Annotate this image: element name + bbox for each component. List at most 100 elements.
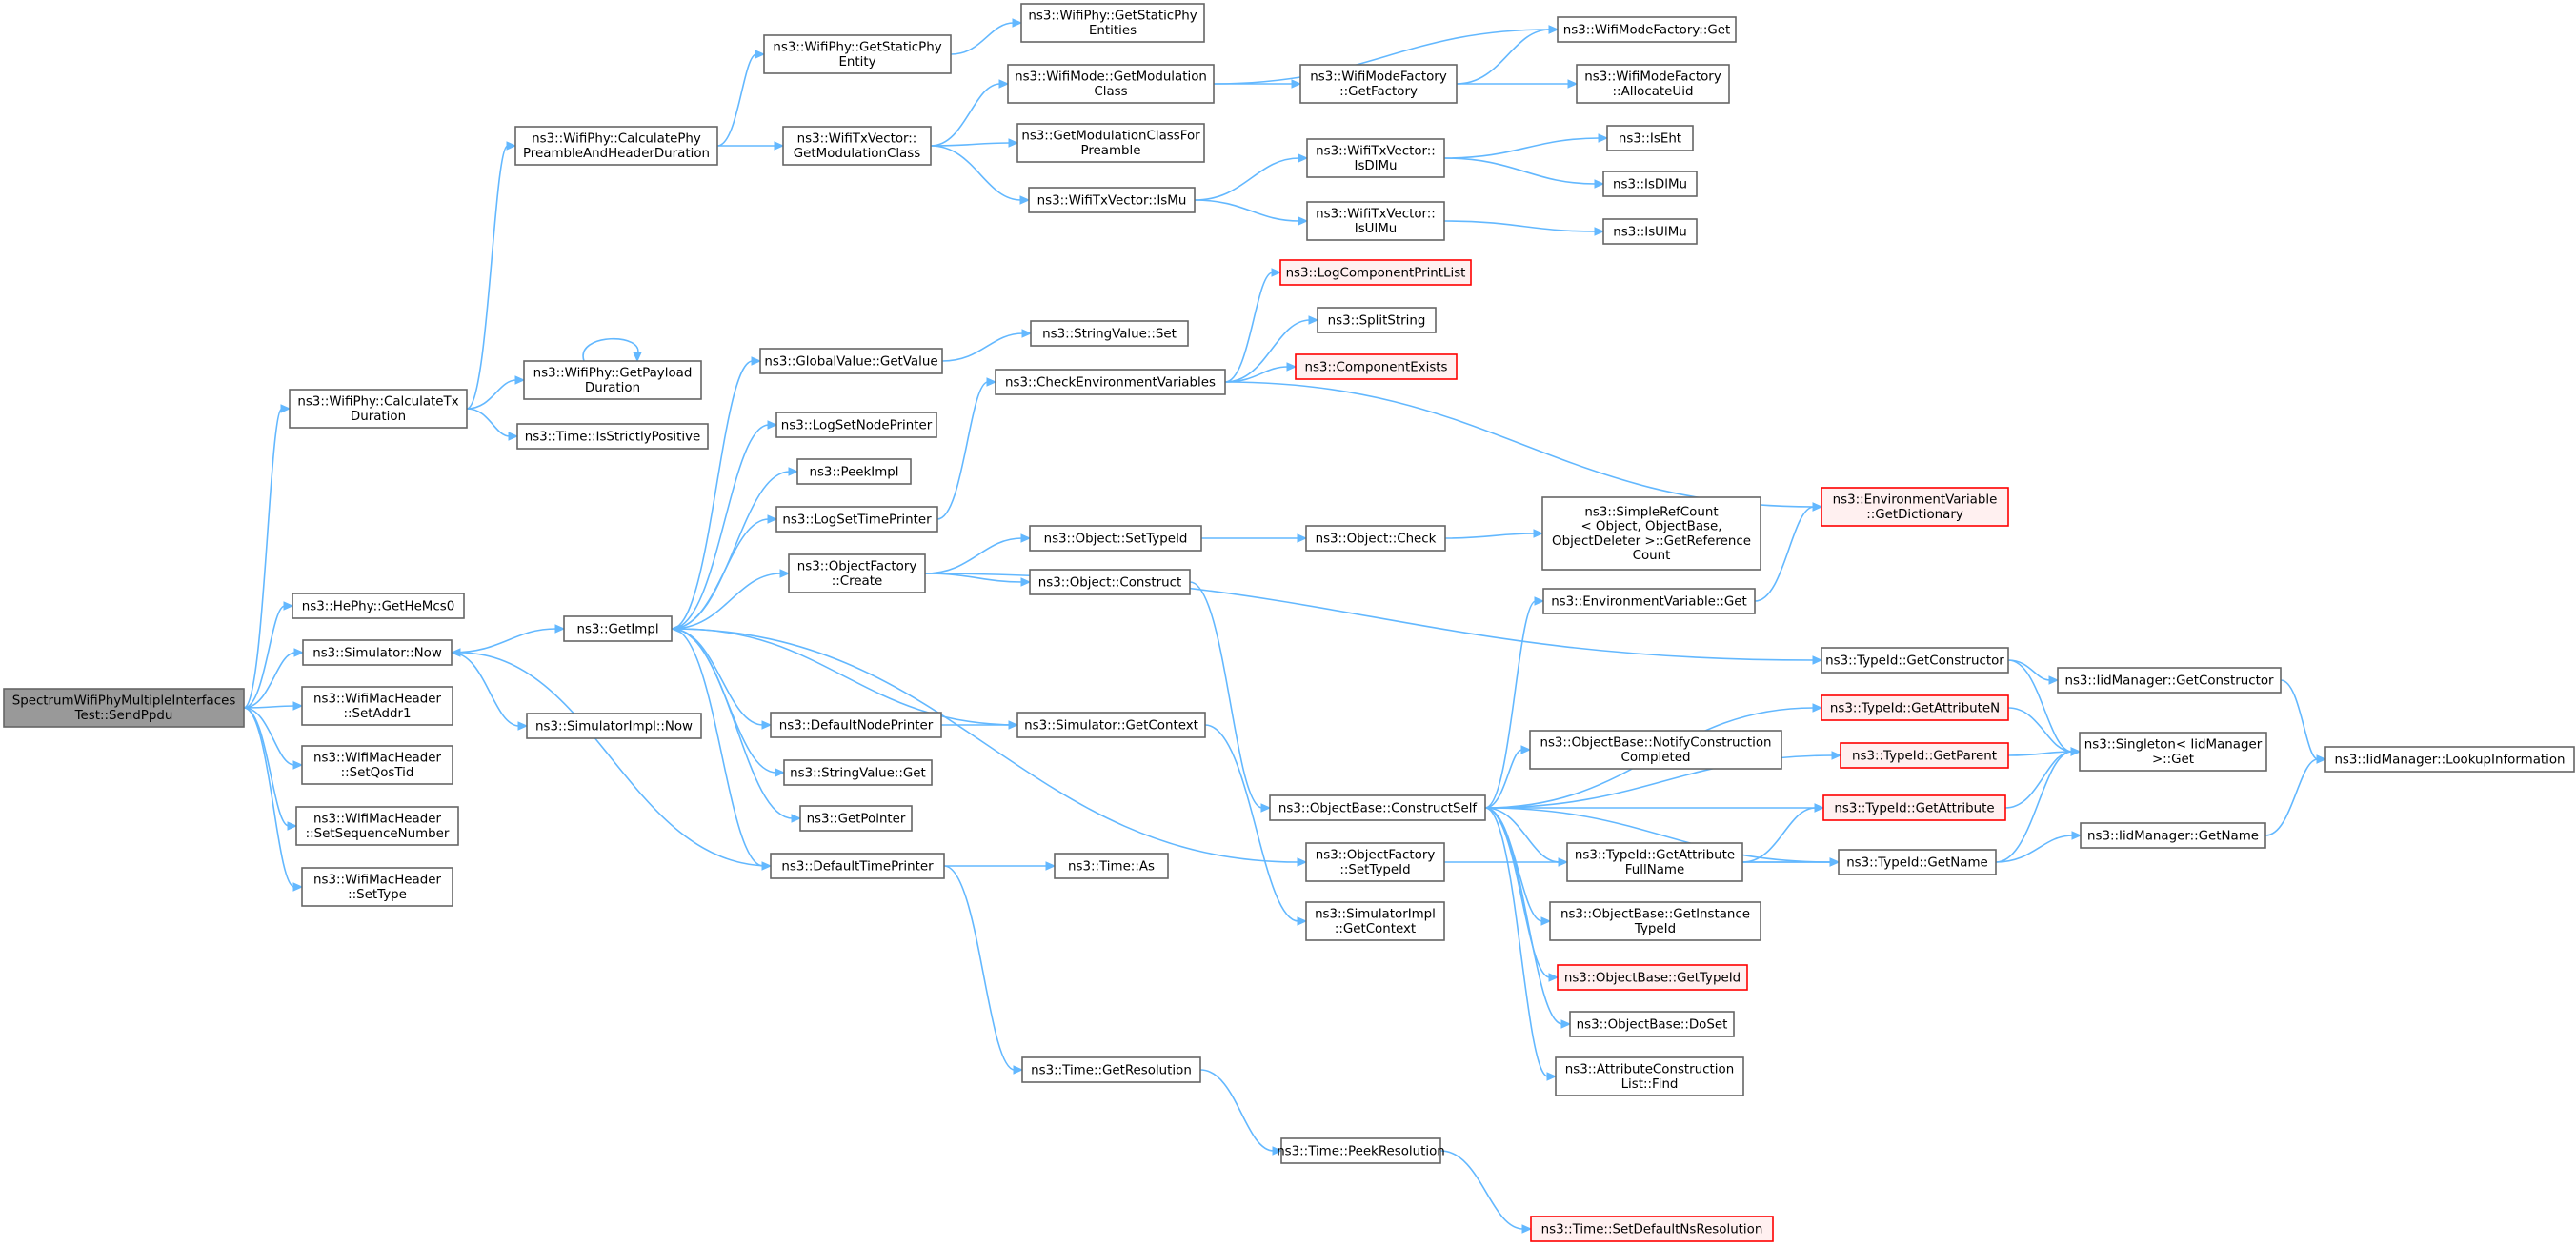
- node-simImplNow[interactable]: ns3::SimulatorImpl::Now: [526, 713, 702, 739]
- edge-arrowhead: [1829, 857, 1841, 867]
- node-obDoSet[interactable]: ns3::ObjectBase::DoSet: [1569, 1011, 1735, 1037]
- node-label: ns3::IsDlMu: [1613, 177, 1687, 191]
- node-root[interactable]: SpectrumWifiPhyMultipleInterfacesTest::S…: [3, 688, 245, 728]
- node-timeGetRes[interactable]: ns3::Time::GetResolution: [1021, 1056, 1201, 1083]
- node-timeAs[interactable]: ns3::Time::As: [1054, 853, 1169, 879]
- node-iidGetName[interactable]: ns3::IidManager::GetName: [2080, 822, 2266, 849]
- node-logCompPrint[interactable]: ns3::LogComponentPrintList: [1279, 259, 1472, 286]
- node-tidGetName[interactable]: ns3::TypeId::GetName: [1838, 849, 1997, 875]
- node-label: Test::SendPpdu: [74, 709, 173, 723]
- edge-arrowhead: [508, 432, 519, 441]
- node-obConstructSelf[interactable]: ns3::ObjectBase::ConstructSelf: [1269, 794, 1486, 821]
- edge-arrowhead: [767, 514, 778, 524]
- node-logSetNode[interactable]: ns3::LogSetNodePrinter: [775, 412, 937, 438]
- node-box: [775, 506, 938, 533]
- node-defNodePrinter[interactable]: ns3::DefaultNodePrinter: [770, 712, 942, 738]
- node-simpleRef[interactable]: ns3::SimpleRefCount< Object, ObjectBase,…: [1541, 496, 1761, 571]
- node-txvIsMu[interactable]: ns3::WifiTxVector::IsMu: [1028, 187, 1196, 213]
- node-setType[interactable]: ns3::WifiMacHeader::SetType: [301, 867, 453, 907]
- node-simGetContext[interactable]: ns3::Simulator::GetContext: [1016, 712, 1206, 738]
- node-setSeq[interactable]: ns3::WifiMacHeader::SetSequenceNumber: [295, 806, 459, 846]
- node-tidGetParent[interactable]: ns3::TypeId::GetParent: [1840, 742, 2009, 769]
- node-isUlMu[interactable]: ns3::IsUlMu: [1602, 218, 1698, 245]
- node-splitString[interactable]: ns3::SplitString: [1317, 307, 1437, 333]
- node-timePeekRes[interactable]: ns3::Time::PeekResolution: [1277, 1137, 1445, 1164]
- node-label: ::SetQosTid: [341, 766, 414, 780]
- node-objCheck[interactable]: ns3::Object::Check: [1305, 525, 1446, 552]
- node-simNow[interactable]: ns3::Simulator::Now: [302, 639, 453, 666]
- edge-getImpl-to-defTimePrinter: [671, 628, 764, 867]
- node-setAddr1[interactable]: ns3::WifiMacHeader::SetAddr1: [301, 686, 453, 726]
- node-label: ns3::WifiMode::GetModulation: [1015, 70, 1207, 85]
- node-label: ns3::Time::IsStrictlyPositive: [525, 430, 701, 444]
- node-label: ns3::WifiTxVector::: [1316, 208, 1436, 222]
- node-label: ns3::ObjectFactory: [797, 560, 917, 574]
- node-factGet[interactable]: ns3::WifiModeFactory::Get: [1557, 16, 1737, 43]
- node-tidGetAttr[interactable]: ns3::TypeId::GetAttribute: [1822, 794, 2006, 821]
- node-isDlMu[interactable]: ns3::IsDlMu: [1602, 171, 1698, 197]
- node-tidGetCtor[interactable]: ns3::TypeId::GetConstructor: [1821, 647, 2009, 674]
- edge-arrowhead: [280, 404, 292, 413]
- node-objSetTypeId[interactable]: ns3::Object::SetTypeId: [1029, 525, 1202, 552]
- node-box: [302, 639, 453, 666]
- node-iidLookup[interactable]: ns3::IidManager::LookupInformation: [2324, 746, 2575, 773]
- node-isEht[interactable]: ns3::IsEht: [1606, 125, 1694, 151]
- node-label: ns3::Simulator::GetContext: [1024, 718, 1198, 733]
- node-gvGetValue[interactable]: ns3::GlobalValue::GetValue: [759, 348, 943, 374]
- node-label: ns3::Object::Check: [1316, 532, 1437, 546]
- node-label: ns3::TypeId::GetAttributeN: [1830, 701, 2000, 715]
- node-setQos[interactable]: ns3::WifiMacHeader::SetQosTid: [301, 745, 453, 785]
- node-box: [783, 759, 933, 786]
- node-ofCreate[interactable]: ns3::ObjectFactory::Create: [788, 553, 926, 593]
- node-box: [301, 686, 453, 726]
- node-modeGetModClass[interactable]: ns3::WifiMode::GetModulationClass: [1007, 64, 1215, 104]
- edge-root-to-setAddr1: [243, 705, 295, 709]
- node-singletonGet[interactable]: ns3::Singleton< IidManager>::Get: [2079, 732, 2267, 772]
- node-timeSetDefNs[interactable]: ns3::Time::SetDefaultNsResolution: [1530, 1216, 1774, 1242]
- node-factGetFactory[interactable]: ns3::WifiModeFactory::GetFactory: [1299, 64, 1458, 104]
- edge-obConstructSelf-to-tidGetName: [1484, 807, 1832, 863]
- node-label: ns3::Singleton< IidManager: [2084, 738, 2263, 753]
- node-ofSetTypeId[interactable]: ns3::ObjectFactory::SetTypeId: [1305, 842, 1445, 882]
- node-defTimePrinter[interactable]: ns3::DefaultTimePrinter: [770, 853, 945, 879]
- node-simImplGetContext[interactable]: ns3::SimulatorImpl::GetContext: [1305, 901, 1445, 941]
- edge-calcPre-to-getStaticPhyEnt: [716, 53, 757, 147]
- node-logSetTime[interactable]: ns3::LogSetTimePrinter: [775, 506, 938, 533]
- node-calcPre[interactable]: ns3::WifiPhy::CalculatePhyPreambleAndHea…: [514, 126, 718, 166]
- node-envGetDict[interactable]: ns3::EnvironmentVariable::GetDictionary: [1821, 487, 2009, 527]
- node-txvIsUlMu[interactable]: ns3::WifiTxVector::IsUlMu: [1306, 201, 1445, 241]
- node-obGetTid[interactable]: ns3::ObjectBase::GetTypeId: [1557, 964, 1748, 991]
- node-heMcs[interactable]: ns3::HePhy::GetHeMcs0: [292, 593, 465, 619]
- node-svSet[interactable]: ns3::StringValue::Set: [1030, 320, 1189, 347]
- node-label: ns3::TypeId::GetParent: [1852, 749, 1997, 763]
- node-txvGetModClass[interactable]: ns3::WifiTxVector::GetModulationClass: [782, 126, 932, 166]
- node-box: [995, 369, 1226, 395]
- node-envGet[interactable]: ns3::EnvironmentVariable::Get: [1542, 588, 1756, 614]
- node-peekImpl[interactable]: ns3::PeekImpl: [796, 458, 912, 485]
- node-svGet[interactable]: ns3::StringValue::Get: [783, 759, 933, 786]
- edge-arrowhead: [292, 882, 304, 892]
- node-getImpl[interactable]: ns3::GetImpl: [563, 615, 673, 642]
- node-compExists[interactable]: ns3::ComponentExists: [1295, 353, 1458, 380]
- node-isStrictPos[interactable]: ns3::Time::IsStrictlyPositive: [516, 423, 709, 450]
- node-label: Entities: [1089, 24, 1137, 38]
- node-label: ns3::WifiModeFactory: [1584, 70, 1721, 85]
- node-tidGetAttrN[interactable]: ns3::TypeId::GetAttributeN: [1821, 694, 2009, 721]
- node-checkEnv[interactable]: ns3::CheckEnvironmentVariables: [995, 369, 1226, 395]
- node-getPointer[interactable]: ns3::GetPointer: [799, 805, 913, 832]
- node-objConstruct[interactable]: ns3::Object::Construct: [1029, 569, 1191, 595]
- node-txvIsDlMu[interactable]: ns3::WifiTxVector::IsDlMu: [1306, 138, 1445, 178]
- node-box: [1529, 730, 1782, 770]
- node-iidGetCtor[interactable]: ns3::IidManager::GetConstructor: [2057, 667, 2282, 694]
- node-box: [799, 805, 913, 832]
- node-obNotify[interactable]: ns3::ObjectBase::NotifyConstructionCompl…: [1529, 730, 1782, 770]
- node-factAlloc[interactable]: ns3::WifiModeFactory::AllocateUid: [1576, 64, 1730, 104]
